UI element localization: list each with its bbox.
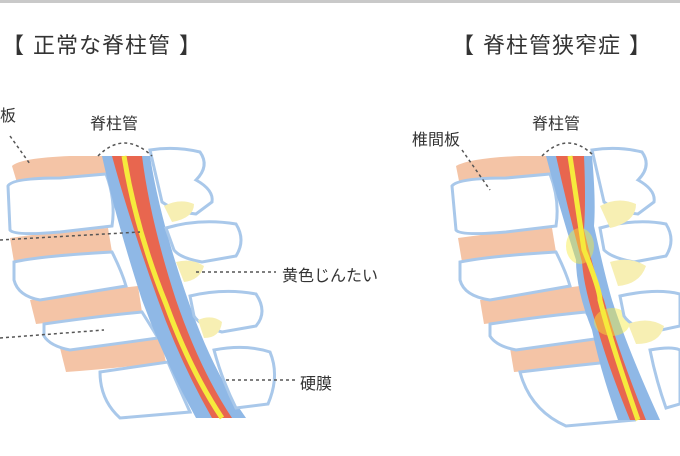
- vertebra: [450, 172, 559, 236]
- leader-line: [461, 149, 491, 191]
- label-spinal-canal-normal: 脊柱管: [90, 114, 139, 133]
- heading-normal-canal: 【 正常な脊柱管 】: [2, 34, 202, 59]
- label-intervertebral-disc: 椎間板: [412, 130, 461, 149]
- canal-bracket: [97, 142, 153, 157]
- dura-mater: [112, 156, 232, 418]
- vertebra: [98, 360, 193, 420]
- nerve: [121, 155, 225, 420]
- ligament: [198, 317, 222, 338]
- leader-line: [0, 231, 141, 241]
- ligament: [628, 320, 664, 344]
- compression-area: [594, 308, 630, 336]
- vertebra-posterior: [598, 220, 673, 264]
- normal-spine-illustration: [0, 135, 296, 420]
- label-dura-mater: 硬膜: [300, 374, 333, 393]
- vertebra: [42, 310, 161, 352]
- ligament: [600, 200, 636, 228]
- vertebra: [12, 250, 128, 302]
- label-intervertebral-disc-partial: 板: [0, 106, 17, 125]
- vertebra: [458, 250, 572, 302]
- ligament: [610, 259, 646, 286]
- label-ligamentum-flavum: 黄色じんたい: [282, 266, 379, 285]
- heading-spinal-stenosis: 【 脊柱管狭窄症 】: [452, 34, 652, 59]
- stenosis-spine-illustration: [450, 142, 680, 428]
- compression-area: [566, 228, 594, 264]
- ligament: [176, 260, 204, 282]
- leader-line: [9, 135, 31, 165]
- top-border: [0, 0, 680, 3]
- label-spinal-canal-stenosis: 脊柱管: [532, 114, 581, 133]
- vertebra-posterior: [648, 346, 680, 410]
- nerve: [567, 155, 641, 421]
- vertebra-posterior: [164, 220, 243, 264]
- canal-bracket: [541, 142, 595, 157]
- vertebra: [6, 172, 115, 236]
- leader-line: [0, 329, 105, 339]
- ligament: [164, 201, 194, 222]
